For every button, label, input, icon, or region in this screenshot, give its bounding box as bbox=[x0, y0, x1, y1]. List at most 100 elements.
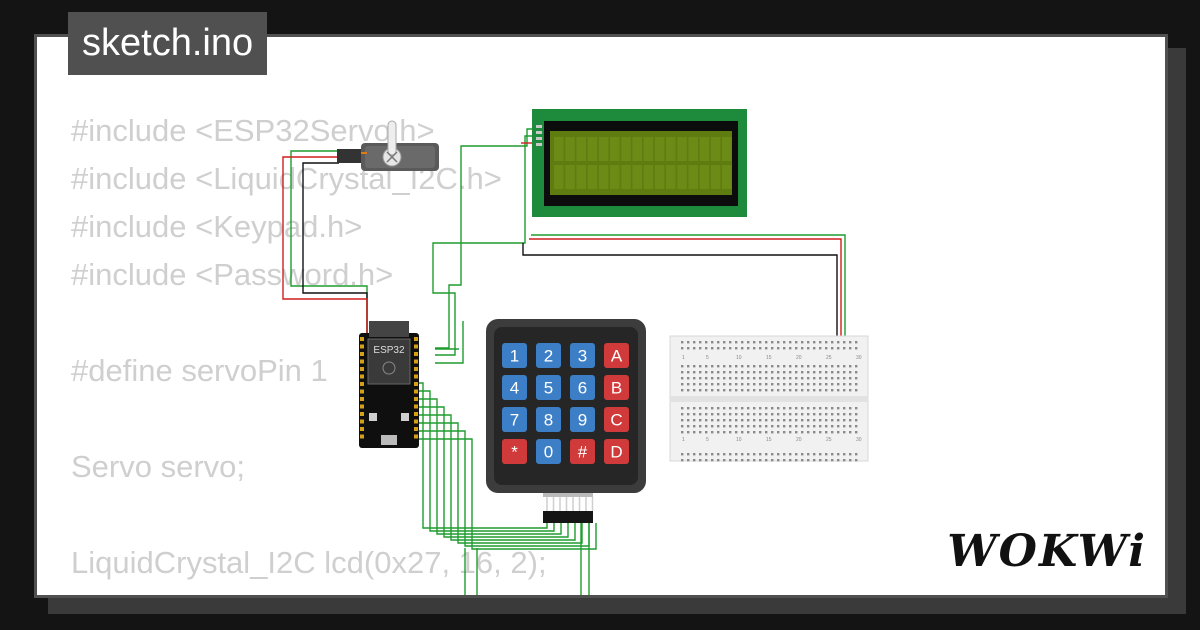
breadboard-hole bbox=[813, 431, 816, 434]
breadboard-hole bbox=[801, 371, 804, 374]
breadboard-hole bbox=[801, 341, 804, 344]
breadboard-hole bbox=[777, 407, 780, 410]
breadboard-hole bbox=[723, 347, 726, 350]
breadboard-hole bbox=[789, 341, 792, 344]
breadboard-column-number: 20 bbox=[796, 355, 802, 361]
breadboard-hole bbox=[729, 389, 732, 392]
breadboard-hole bbox=[771, 341, 774, 344]
breadboard-hole bbox=[771, 347, 774, 350]
breadboard-hole bbox=[819, 425, 822, 428]
breadboard-hole bbox=[771, 453, 774, 456]
breadboard-hole bbox=[825, 459, 828, 462]
lcd-cell bbox=[677, 137, 687, 161]
breadboard-hole bbox=[741, 389, 744, 392]
breadboard-hole bbox=[783, 431, 786, 434]
breadboard-hole bbox=[813, 371, 816, 374]
breadboard-hole bbox=[687, 419, 690, 422]
breadboard-hole bbox=[837, 459, 840, 462]
breadboard-hole bbox=[753, 371, 756, 374]
breadboard-hole bbox=[819, 389, 822, 392]
breadboard-hole bbox=[789, 431, 792, 434]
breadboard-hole bbox=[795, 389, 798, 392]
breadboard-column-number: 5 bbox=[706, 355, 709, 361]
breadboard-hole bbox=[795, 431, 798, 434]
breadboard-hole bbox=[735, 341, 738, 344]
breadboard-hole bbox=[741, 413, 744, 416]
breadboard-hole bbox=[753, 407, 756, 410]
wire bbox=[522, 243, 838, 343]
breadboard-hole bbox=[855, 377, 858, 380]
breadboard-hole bbox=[801, 425, 804, 428]
breadboard-hole bbox=[723, 413, 726, 416]
breadboard-hole bbox=[849, 459, 852, 462]
breadboard-hole bbox=[765, 407, 768, 410]
breadboard-hole bbox=[753, 413, 756, 416]
breadboard-hole bbox=[837, 413, 840, 416]
code-line: #include <Password.h> bbox=[71, 257, 394, 292]
breadboard-hole bbox=[699, 431, 702, 434]
lcd-cell bbox=[621, 165, 631, 189]
breadboard-hole bbox=[693, 383, 696, 386]
breadboard-hole bbox=[717, 371, 720, 374]
breadboard-hole bbox=[753, 365, 756, 368]
breadboard-hole bbox=[825, 425, 828, 428]
lcd-cell bbox=[576, 137, 586, 161]
breadboard-hole bbox=[753, 431, 756, 434]
breadboard-hole bbox=[699, 389, 702, 392]
breadboard-hole bbox=[825, 431, 828, 434]
lcd-cell bbox=[554, 137, 564, 161]
file-tab[interactable]: sketch.ino bbox=[68, 12, 268, 75]
esp32-pin-left bbox=[360, 367, 364, 371]
breadboard-hole bbox=[801, 419, 804, 422]
esp32-pin-left bbox=[360, 419, 364, 424]
breadboard-hole bbox=[771, 371, 774, 374]
wire bbox=[413, 438, 597, 550]
breadboard-hole bbox=[759, 365, 762, 368]
breadboard-hole bbox=[789, 453, 792, 456]
breadboard-hole bbox=[777, 431, 780, 434]
breadboard-hole bbox=[831, 459, 834, 462]
breadboard-hole bbox=[759, 347, 762, 350]
breadboard-hole bbox=[705, 365, 708, 368]
breadboard-hole bbox=[759, 341, 762, 344]
keypad-key-label: A bbox=[611, 347, 623, 366]
code-line: LiquidCrystal_I2C lcd(0x27, 16, 2); bbox=[71, 545, 547, 580]
breadboard-hole bbox=[855, 347, 858, 350]
breadboard-hole bbox=[711, 431, 714, 434]
breadboard-hole bbox=[855, 371, 858, 374]
breadboard-hole bbox=[717, 377, 720, 380]
breadboard-hole bbox=[687, 453, 690, 456]
breadboard-hole bbox=[789, 407, 792, 410]
breadboard-hole bbox=[705, 413, 708, 416]
breadboard-hole bbox=[849, 431, 852, 434]
breadboard-hole bbox=[729, 431, 732, 434]
breadboard-hole bbox=[795, 347, 798, 350]
breadboard-hole bbox=[723, 377, 726, 380]
breadboard-hole bbox=[741, 453, 744, 456]
breadboard-hole bbox=[693, 407, 696, 410]
lcd-cell bbox=[632, 165, 642, 189]
breadboard-hole bbox=[819, 459, 822, 462]
breadboard-hole bbox=[693, 377, 696, 380]
breadboard-hole bbox=[735, 419, 738, 422]
breadboard-hole bbox=[717, 383, 720, 386]
breadboard-hole bbox=[681, 365, 684, 368]
breadboard-hole bbox=[801, 365, 804, 368]
breadboard-hole bbox=[705, 377, 708, 380]
keypad-key-label: 9 bbox=[578, 411, 587, 430]
breadboard-hole bbox=[735, 389, 738, 392]
breadboard-hole bbox=[759, 371, 762, 374]
breadboard-hole bbox=[705, 453, 708, 456]
keypad-key-label: C bbox=[610, 411, 622, 430]
breadboard-hole bbox=[831, 341, 834, 344]
keypad-key-label: * bbox=[511, 443, 518, 462]
breadboard-hole bbox=[741, 407, 744, 410]
breadboard-hole bbox=[729, 365, 732, 368]
keypad-key-label: 8 bbox=[544, 411, 553, 430]
breadboard-hole bbox=[789, 365, 792, 368]
esp32-pin-left bbox=[360, 427, 364, 431]
breadboard-hole bbox=[747, 419, 750, 422]
servo-icon bbox=[337, 120, 439, 171]
breadboard-hole bbox=[687, 407, 690, 410]
